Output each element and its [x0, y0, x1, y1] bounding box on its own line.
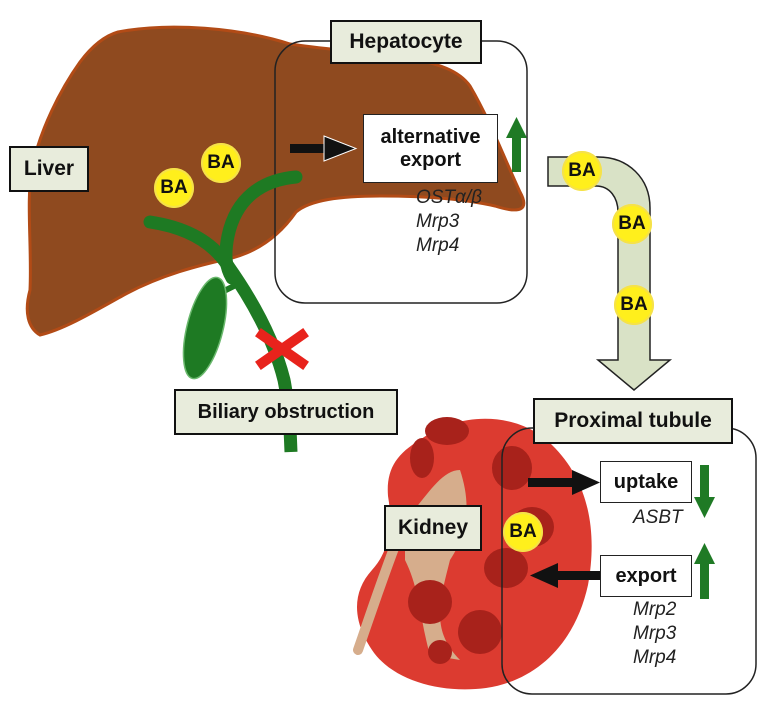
arrow-from-export	[530, 563, 602, 588]
obstruction-x-icon	[255, 328, 309, 370]
arrow-to-uptake	[528, 470, 600, 495]
transporter-mrp4: Mrp4	[416, 235, 460, 256]
transporter-mrp2: Mrp2	[633, 599, 677, 620]
transporter-ost-alpha-beta: OSTα/β	[416, 187, 483, 208]
alternative-export-box: alternative export	[363, 114, 498, 183]
bile-acid-circulation-1: BA	[562, 151, 602, 191]
kidney-label: Kidney	[384, 505, 482, 551]
gallbladder	[182, 276, 228, 380]
arrow-to-alternative-export	[290, 135, 358, 162]
alternative-export-line2: export	[399, 148, 462, 171]
bile-duct-left	[143, 215, 235, 273]
proximal-tubule-label: Proximal tubule	[533, 398, 733, 444]
bile-acid-circulation-3: BA	[614, 285, 654, 325]
liver-label: Liver	[9, 146, 89, 192]
transporter-mrp4-kidney: Mrp4	[633, 647, 677, 668]
bloodstream-flow-arrow	[547, 156, 673, 391]
hepatocyte-label: Hepatocyte	[330, 20, 482, 64]
transporter-mrp3-kidney: Mrp3	[633, 623, 677, 644]
export-upregulation-arrow	[694, 543, 715, 599]
transporter-asbt: ASBT	[633, 507, 683, 528]
kidney-shape	[353, 417, 592, 690]
hepatocyte-upregulation-arrow	[506, 117, 527, 172]
export-transporter-list: Mrp2 Mrp3 Mrp4	[633, 598, 676, 670]
uptake-downregulation-arrow	[694, 465, 715, 518]
alternative-export-line1: alternative	[380, 125, 481, 148]
uptake-transporter-list: ASBT	[633, 506, 683, 530]
bile-acid-liver-2: BA	[201, 143, 241, 183]
export-box: export	[600, 555, 692, 597]
bile-acid-liver-1: BA	[154, 168, 194, 208]
biliary-obstruction-label: Biliary obstruction	[174, 389, 398, 435]
uptake-box: uptake	[600, 461, 692, 503]
bile-acid-kidney: BA	[503, 512, 543, 552]
transporter-mrp3: Mrp3	[416, 211, 460, 232]
hepatocyte-transporter-list: OSTα/β Mrp3 Mrp4	[416, 186, 482, 258]
bile-acid-circulation-2: BA	[612, 204, 652, 244]
